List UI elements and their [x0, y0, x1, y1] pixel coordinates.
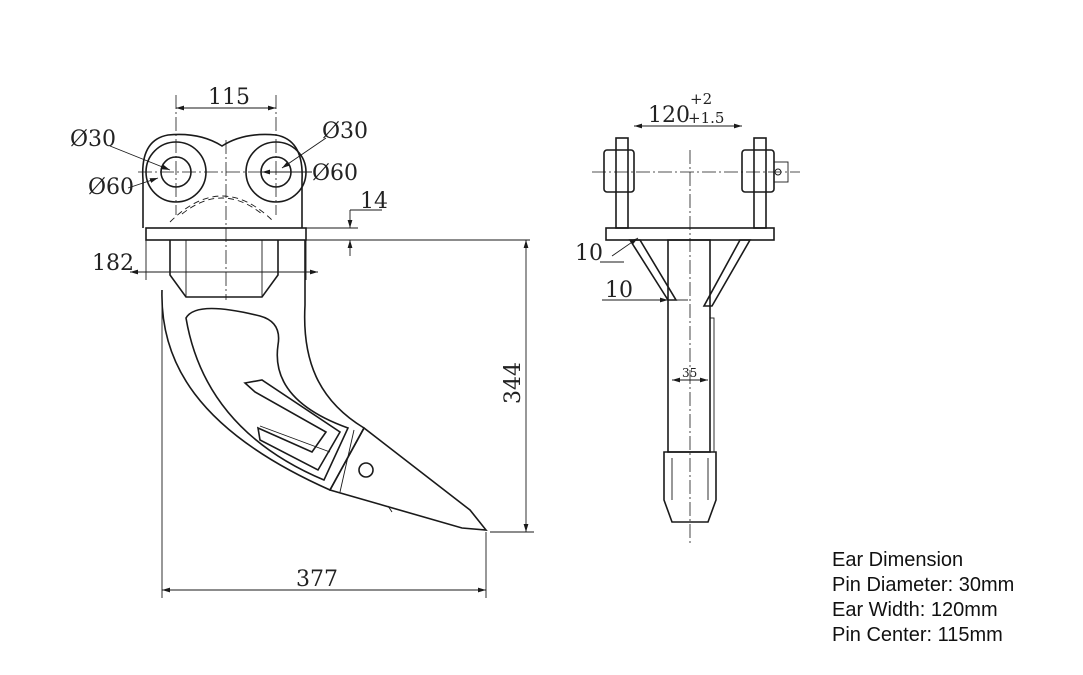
tooth	[328, 426, 488, 531]
dim-ear-width: 120	[648, 103, 690, 128]
dim-boss-dia-left: Ø60	[88, 175, 134, 200]
dim-shank-width: 35	[682, 366, 697, 380]
specs-pin-center: Pin Center: 115mm	[832, 624, 1003, 646]
tooth-pin	[358, 462, 374, 478]
side-view: 115 Ø30 Ø60 Ø30 Ø60 14 182 344 377	[70, 85, 534, 598]
dim-ear-width-tol-lower: +1.5	[688, 109, 724, 127]
dim-side-offset-bottom: 10	[605, 278, 633, 303]
specs-pin-diameter: Pin Diameter: 30mm	[832, 574, 1015, 596]
dim-mount-width: 182	[92, 251, 134, 276]
specs-ear-width: Ear Width: 120mm	[832, 599, 998, 621]
dim-pin-dia-right: Ø30	[322, 119, 368, 144]
ear-outline	[141, 133, 303, 228]
dim-pin-center: 115	[208, 85, 250, 110]
dim-boss-dia-right: Ø60	[312, 161, 358, 186]
rear-view: 120 +2 +1.5 10 10 35	[575, 90, 800, 545]
dim-ear-width-tol-upper: +2	[690, 90, 712, 108]
dim-pin-dia-left: Ø30	[70, 127, 116, 152]
dim-side-offset-top: 10	[575, 241, 603, 266]
dim-plate-thickness: 14	[360, 189, 388, 214]
ear-dimension-specs: Ear Dimension Pin Diameter: 30mm Ear Wid…	[832, 548, 1014, 648]
mount-plate	[145, 227, 307, 241]
specs-title: Ear Dimension	[832, 549, 964, 571]
dim-height: 344	[501, 362, 526, 404]
shank-outline	[161, 240, 366, 492]
dim-length: 377	[296, 567, 338, 592]
